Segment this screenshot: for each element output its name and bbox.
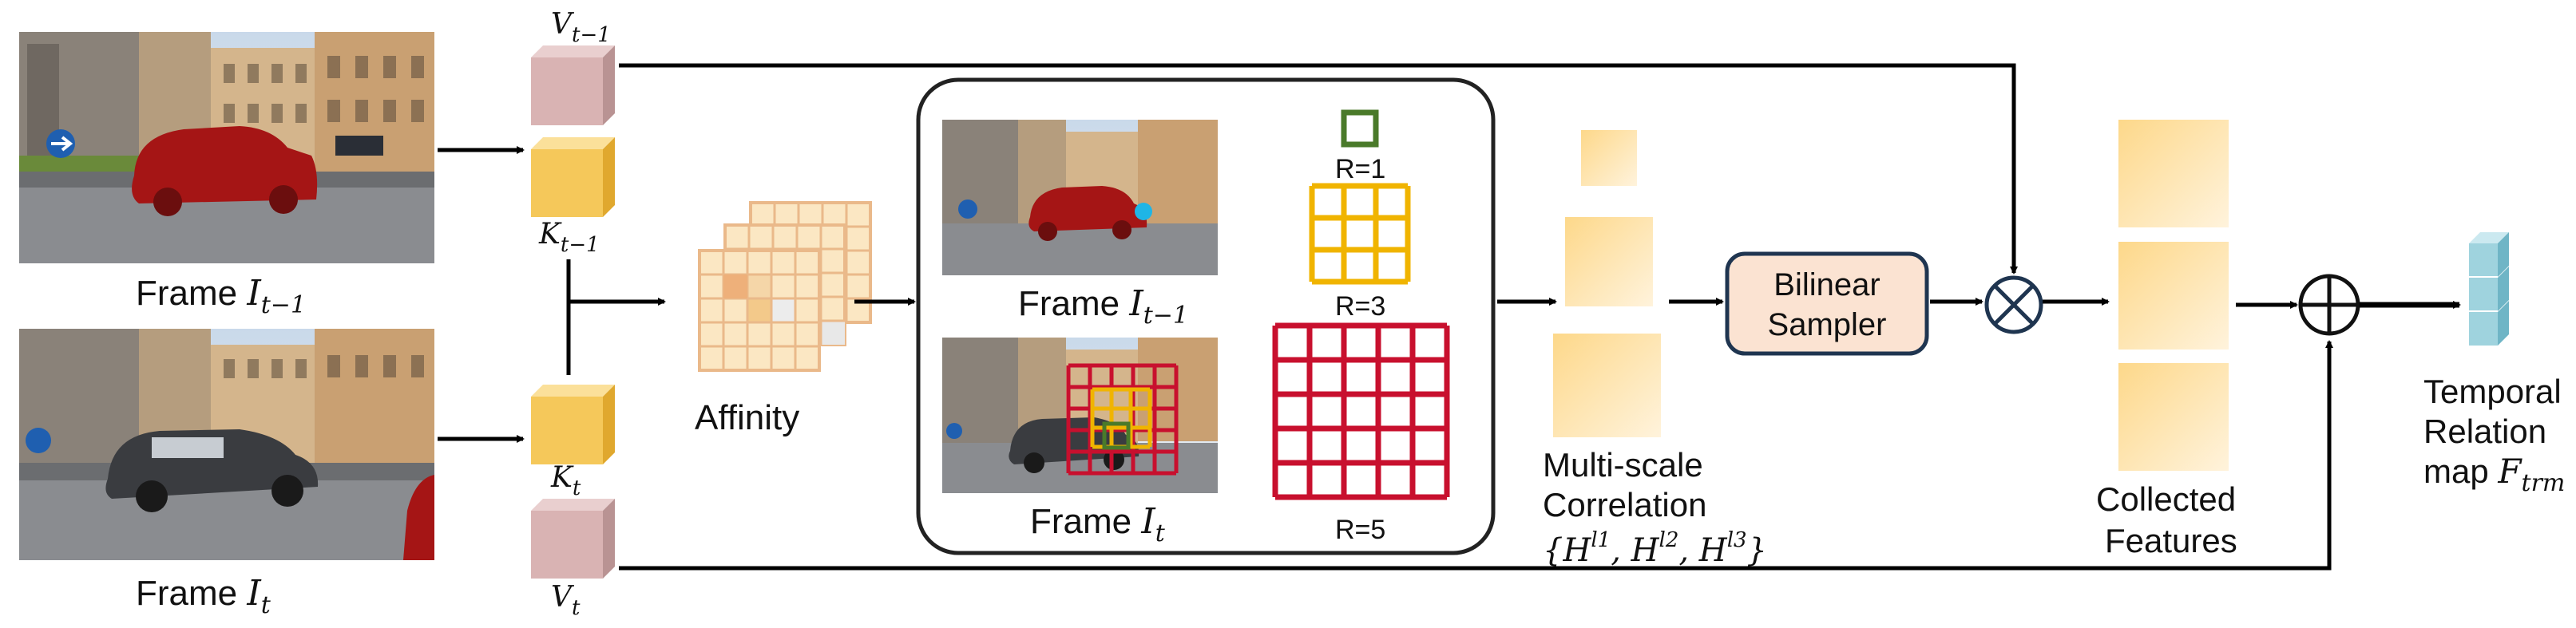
key-cube-prev — [531, 137, 615, 217]
key-cur-label: Kt — [550, 461, 581, 500]
correlation-small — [1581, 130, 1637, 186]
inner-frame-cur-label: Frame It — [1030, 501, 1166, 547]
bilinear-sampler-box — [1725, 251, 1929, 356]
label-r1: R=1 — [1335, 154, 1385, 184]
value-cube-prev — [531, 45, 615, 125]
frame-prev-image — [19, 32, 434, 263]
frame-prev-label: Frame It−1 — [136, 273, 306, 319]
add-node — [2298, 274, 2360, 336]
affinity-cell — [821, 321, 845, 345]
temporal-label-2: Relation — [2423, 413, 2546, 450]
label-r3: R=3 — [1335, 291, 1385, 322]
affinity-stack — [698, 201, 872, 372]
correlation-large — [1553, 334, 1661, 437]
inner-frame-prev-image — [942, 120, 1218, 275]
key-cube-cur — [531, 385, 615, 464]
frame-cur-label: Frame It — [136, 573, 271, 619]
bilinear-label-1: Bilinear — [1773, 267, 1880, 302]
value-prev-label: Vt−1 — [551, 8, 611, 47]
window-r1 — [1341, 109, 1379, 148]
key-prev-label: Kt−1 — [538, 218, 600, 257]
multiscale-math: {Hl1, Hl2, Hl3} — [1543, 528, 1767, 569]
window-r3 — [1309, 183, 1411, 285]
value-cube-cur — [531, 499, 615, 579]
temporal-label-3: map Ftrm — [2423, 452, 2565, 497]
affinity-cell — [771, 298, 795, 322]
frame-cur-image — [19, 329, 434, 560]
multiscale-label-1: Multi-scale — [1543, 446, 1703, 484]
value-cur-label: Vt — [551, 581, 581, 620]
affinity-cell — [747, 298, 771, 322]
temporal-label-1: Temporal — [2423, 373, 2562, 410]
bilinear-label-2: Sampler — [1768, 307, 1887, 342]
correlation-medium — [1565, 217, 1653, 306]
inner-search-grid-yellow — [1090, 387, 1152, 449]
arrow-value-prev-to-multiply — [619, 63, 2018, 275]
collected-feature-2 — [2118, 242, 2229, 350]
arrow-value-cur-to-add — [619, 340, 2333, 571]
label-r5: R=5 — [1335, 515, 1385, 545]
collected-label-1: Collected — [2096, 480, 2236, 518]
inner-search-grid-green — [1102, 421, 1131, 450]
affinity-label: Affinity — [695, 398, 799, 437]
collected-feature-3 — [2118, 363, 2229, 471]
keypoint-marker — [1135, 203, 1152, 220]
affinity-highlight-cell — [723, 275, 747, 298]
inner-frame-prev-label: Frame It−1 — [1018, 283, 1188, 330]
affinity-cell — [747, 275, 771, 298]
collected-feature-1 — [2118, 120, 2229, 227]
temporal-relation-map-stack — [2469, 232, 2509, 346]
multiply-node — [1984, 275, 2043, 334]
window-r5 — [1272, 322, 1450, 500]
multiscale-label-2: Correlation — [1543, 486, 1706, 523]
collected-label-2: Features — [2105, 522, 2237, 559]
inner-search-grid-red — [1066, 363, 1179, 476]
